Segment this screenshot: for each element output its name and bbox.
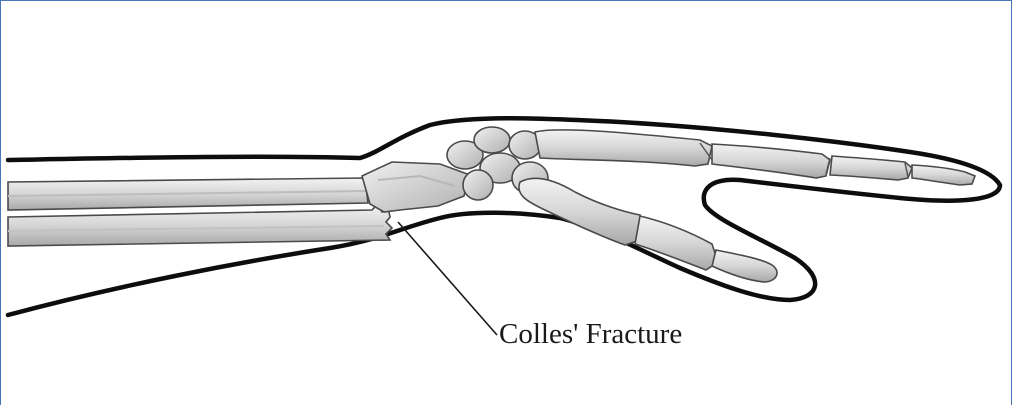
annotation-leader-line bbox=[398, 222, 497, 335]
annotation-label: Colles' Fracture bbox=[499, 318, 682, 350]
forearm-bones bbox=[8, 178, 392, 246]
finger-bones bbox=[535, 130, 975, 185]
distal-radius-fragment bbox=[362, 162, 470, 212]
